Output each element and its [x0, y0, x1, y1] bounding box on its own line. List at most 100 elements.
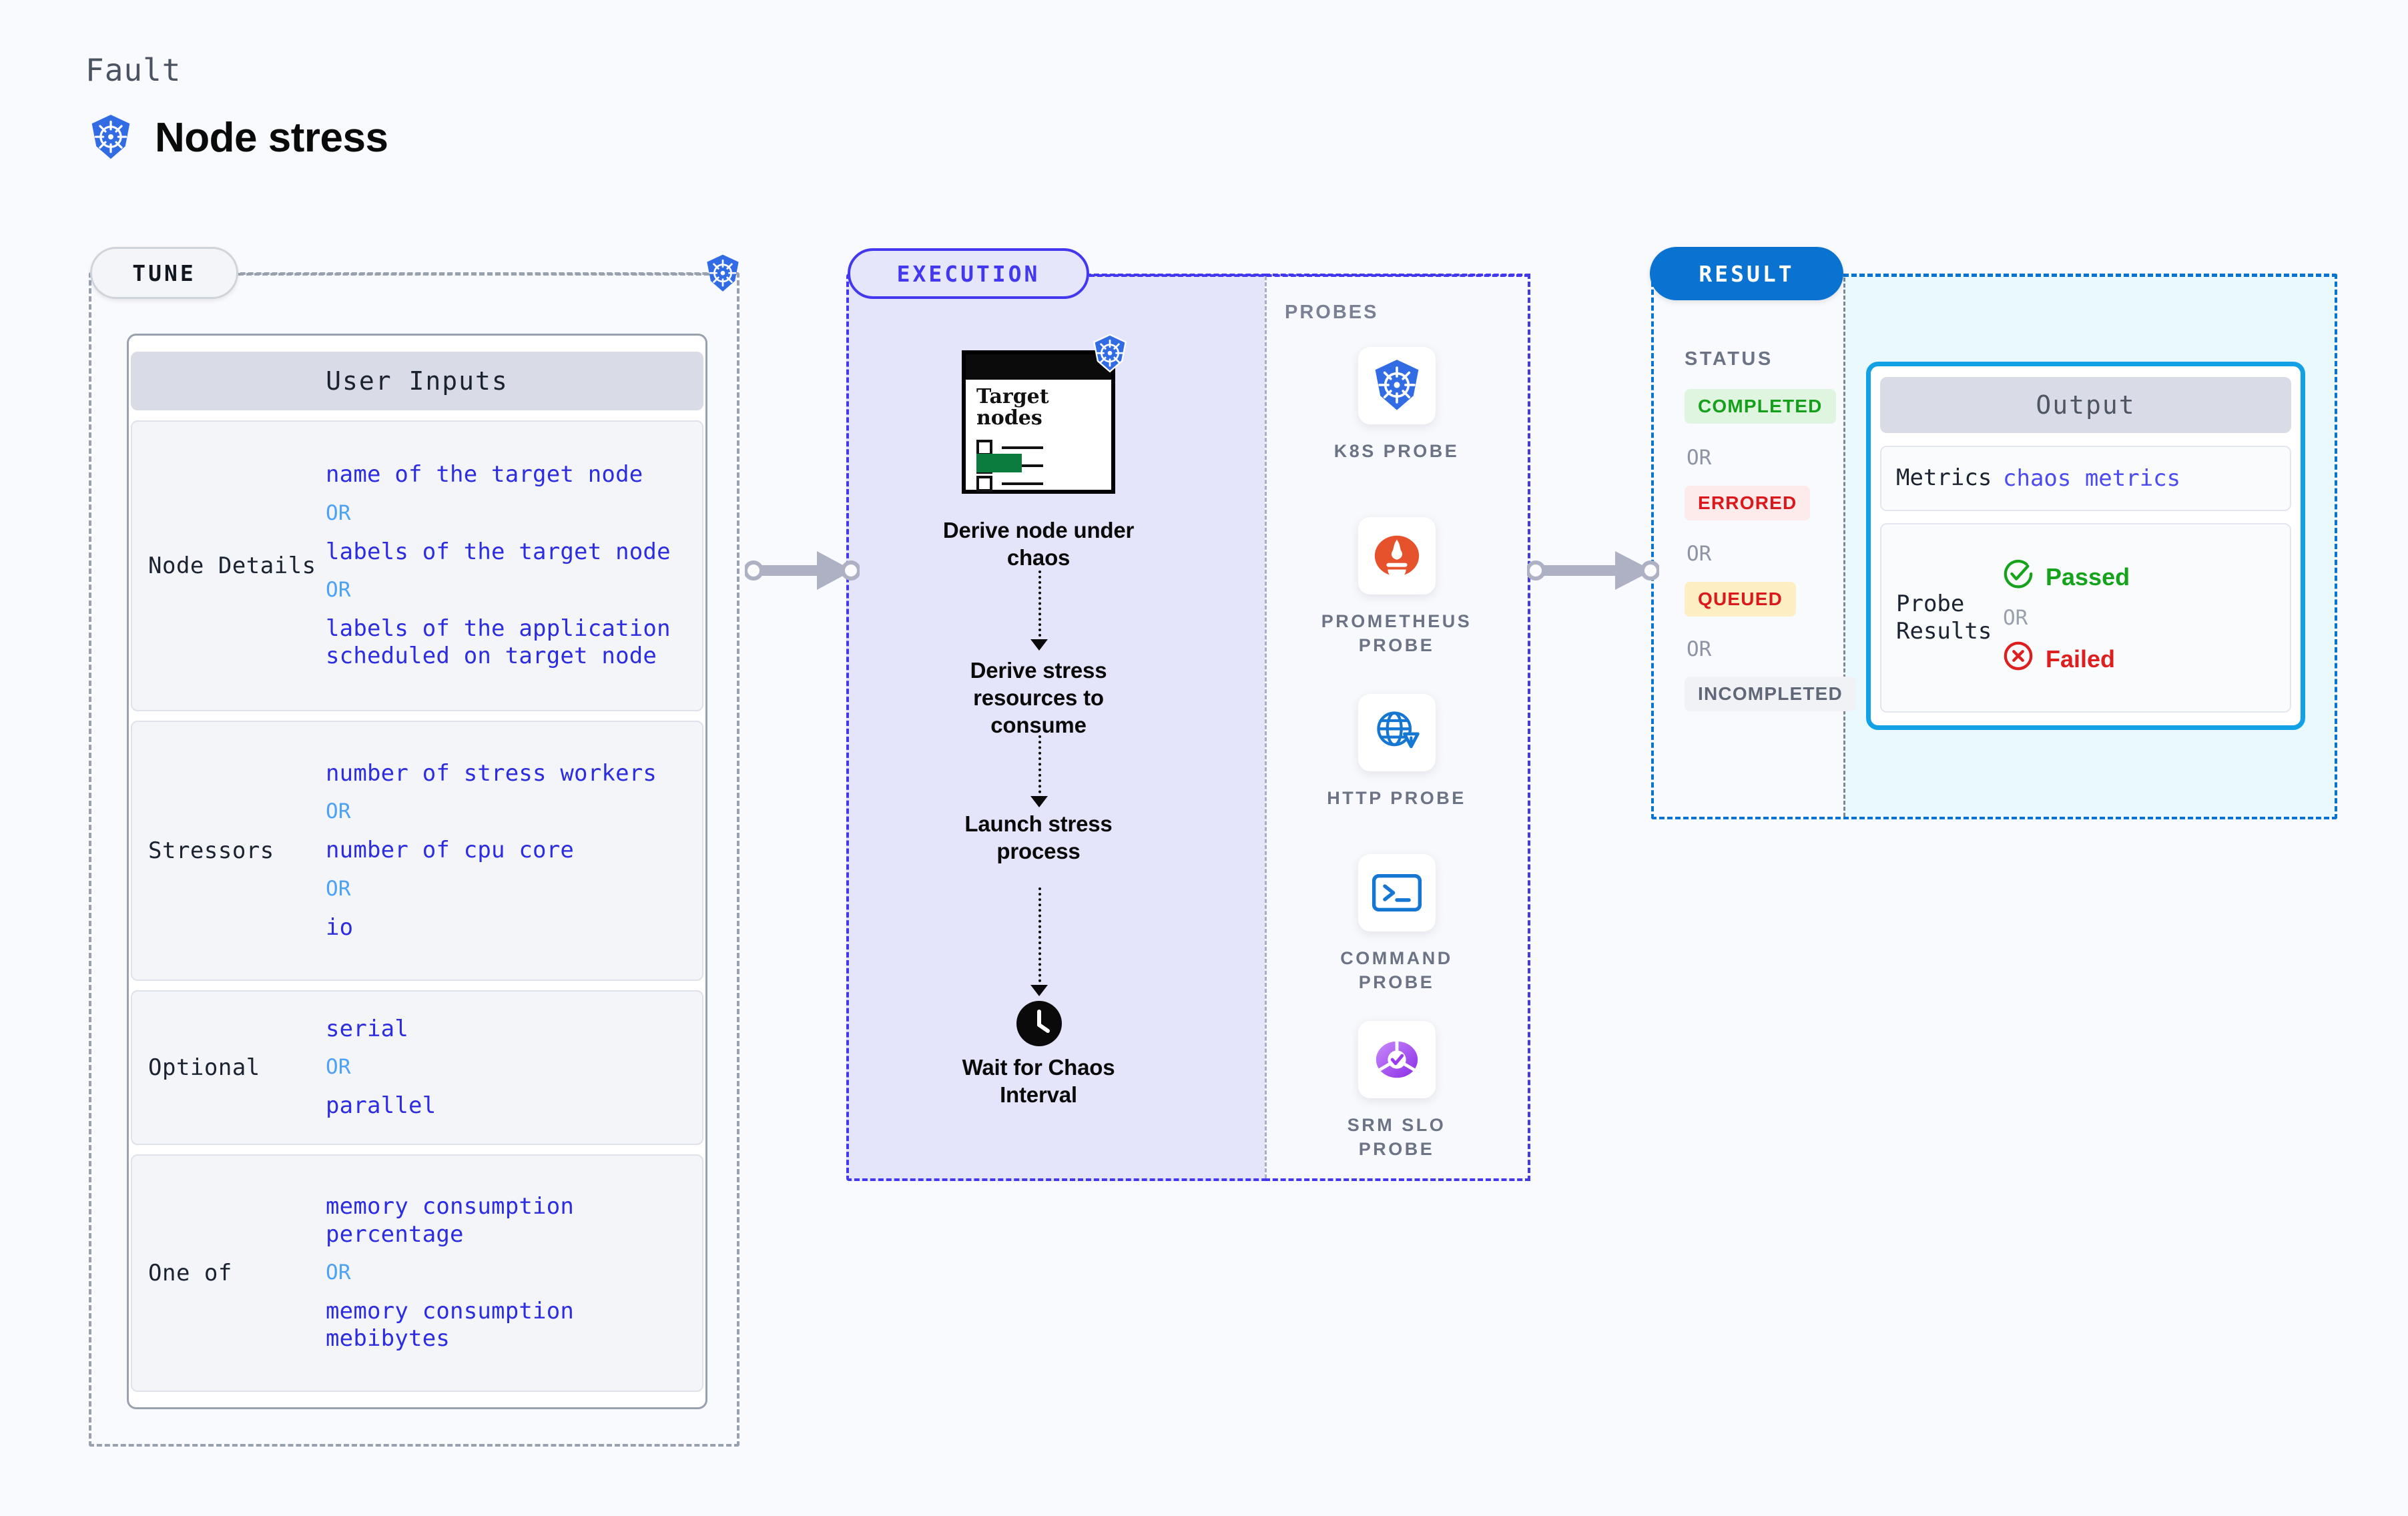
flow-connector-line [1038, 735, 1041, 799]
probe-result-failed: Failed [2003, 641, 2130, 677]
card-title-bar [966, 354, 1111, 380]
option-value: memory consumption mebibytes [326, 1297, 575, 1353]
kubernetes-icon [1358, 347, 1436, 424]
probe-label: HTTP PROBE [1327, 788, 1466, 808]
status-title: STATUS [1685, 348, 1773, 370]
line-placeholder [1002, 464, 1043, 467]
line-placeholder [1002, 446, 1043, 449]
tune-row-node-details: Node Details name of the target node OR … [131, 420, 703, 711]
or-separator: OR [326, 1055, 351, 1080]
execution-to-result-arrow [1526, 546, 1661, 599]
probe-label: PROMETHEUS PROBE [1321, 611, 1472, 656]
status-badge-completed: COMPLETED [1685, 389, 1836, 424]
probe-label: K8S PROBE [1333, 441, 1460, 461]
or-separator: OR [326, 578, 351, 602]
fault-label: Fault [85, 52, 182, 88]
line-placeholder [1002, 482, 1043, 485]
tune-to-execution-arrow [743, 546, 861, 599]
output-row-key: Probe Results [1896, 590, 1992, 645]
output-row-metrics: Metrics chaos metrics [1880, 446, 2291, 511]
probes-title: PROBES [1285, 302, 1379, 323]
kubernetes-icon [1091, 334, 1129, 377]
status-badge-queued: QUEUED [1685, 582, 1796, 617]
row-values: number of stress workers OR number of cp… [326, 760, 702, 941]
tune-lead-line [238, 273, 733, 276]
status-badge-incompleted: INCOMPLETED [1685, 677, 1856, 711]
option-value: labels of the target node [326, 538, 671, 565]
probe-result-passed: Passed [2003, 558, 2130, 595]
failed-label: Failed [2046, 645, 2116, 673]
green-bar-indicator [976, 454, 1022, 472]
execution-step-label: Wait for Chaos Interval [962, 1055, 1115, 1107]
check-circle-icon [2003, 558, 2034, 595]
probe-item-command[interactable]: COMMAND PROBE [1321, 854, 1472, 995]
flow-connector-line [1038, 887, 1041, 988]
row-values: name of the target node OR labels of the… [326, 461, 702, 671]
terminal-icon [1358, 854, 1436, 931]
fault-title-row: Node stress [88, 113, 388, 161]
row-key: Optional [148, 1054, 260, 1081]
execution-lead-line [1089, 274, 1530, 277]
option-value: memory consumption percentage [326, 1193, 575, 1248]
kubernetes-icon [703, 254, 742, 297]
option-value: number of stress workers [326, 759, 657, 787]
prometheus-icon [1358, 517, 1436, 595]
row-key: Node Details [148, 552, 316, 579]
kubernetes-icon [88, 113, 133, 161]
flow-arrowhead [1030, 639, 1048, 651]
result-divider [1843, 278, 1845, 817]
option-value: labels of the application scheduled on t… [326, 615, 671, 670]
passed-label: Passed [2046, 562, 2130, 591]
flow-arrowhead [1030, 985, 1048, 996]
row-key: One of [148, 1260, 232, 1286]
row-values: memory consumption percentage OR memory … [326, 1193, 702, 1353]
or-separator: OR [2003, 606, 2028, 630]
result-stage-pill[interactable]: RESULT [1650, 247, 1843, 300]
user-inputs-title: User Inputs [131, 352, 703, 410]
page-title: Node stress [155, 114, 388, 161]
probe-label: COMMAND PROBE [1340, 948, 1453, 993]
or-separator: OR [1687, 637, 1712, 661]
probe-item-k8s[interactable]: K8S PROBE [1321, 347, 1472, 463]
status-badge-errored: ERRORED [1685, 486, 1811, 520]
checklist-item [976, 476, 1043, 492]
probe-item-prometheus[interactable]: PROMETHEUS PROBE [1321, 517, 1472, 658]
probe-label: SRM SLO PROBE [1347, 1115, 1446, 1160]
or-separator: OR [326, 500, 351, 525]
tune-row-optional: Optional serial OR parallel [131, 990, 703, 1145]
or-separator: OR [326, 1260, 351, 1285]
row-values: serial OR parallel [326, 1016, 702, 1120]
output-row-probe-results: Probe Results Passed OR Failed [1880, 523, 2291, 713]
probe-item-srm-slo[interactable]: SRM SLO PROBE [1321, 1021, 1472, 1162]
output-title: Output [1880, 377, 2291, 433]
close-circle-icon [2003, 641, 2034, 677]
flow-connector-line [1038, 571, 1041, 642]
flow-arrowhead [1030, 796, 1048, 807]
probe-result-values: Passed OR Failed [2003, 558, 2130, 677]
output-row-key: Metrics [1896, 464, 1992, 492]
execution-stage-pill[interactable]: EXECUTION [848, 248, 1089, 299]
output-metrics-value: chaos metrics [2003, 465, 2181, 492]
srm-slo-icon [1358, 1021, 1436, 1098]
checkbox-icon [976, 476, 992, 492]
tune-row-one-of: One of memory consumption percentage OR … [131, 1154, 703, 1392]
http-globe-warning-icon [1358, 694, 1436, 771]
option-value: serial [326, 1015, 409, 1042]
probes-divider [1265, 276, 1267, 1178]
tune-row-stressors: Stressors number of stress workers OR nu… [131, 721, 703, 981]
target-nodes-card-title: Target nodes [976, 385, 1049, 430]
option-value: parallel [326, 1092, 436, 1119]
execution-step-label: Derive node under chaos [942, 518, 1135, 570]
result-lead-line [1843, 274, 2337, 277]
tune-stage-pill[interactable]: TUNE [90, 247, 238, 299]
execution-step-label: Launch stress process [964, 811, 1113, 863]
execution-step-label: Derive stress resources to consume [970, 658, 1107, 737]
row-key: Stressors [148, 837, 274, 864]
option-value: number of cpu core [326, 837, 575, 864]
target-nodes-card: Target nodes [962, 350, 1115, 494]
or-separator: OR [1687, 446, 1712, 470]
or-separator: OR [1687, 542, 1712, 566]
option-value: name of the target node [326, 461, 643, 488]
probe-item-http[interactable]: HTTP PROBE [1321, 694, 1472, 810]
clock-icon [1015, 1000, 1063, 1051]
